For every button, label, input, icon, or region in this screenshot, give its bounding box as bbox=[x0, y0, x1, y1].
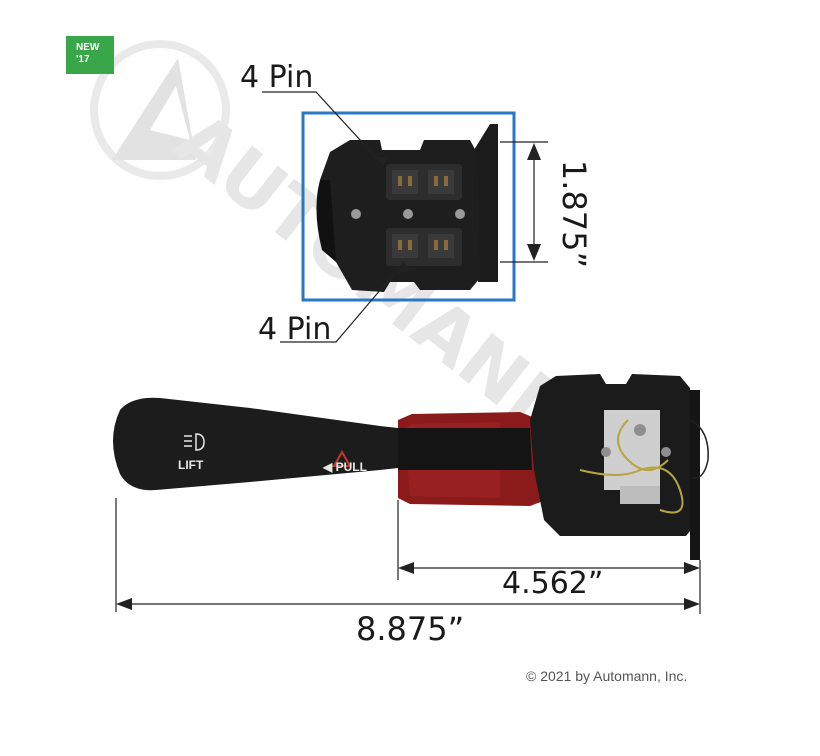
height-dimension: 1.875” bbox=[555, 159, 594, 269]
hazard-icon bbox=[332, 449, 352, 467]
overall-length-dimension: 8.875” bbox=[356, 610, 465, 648]
handle-length-dimension: 4.562” bbox=[502, 566, 604, 601]
bottom-pin-label: 4 Pin bbox=[258, 312, 332, 347]
new-badge: NEW '17 bbox=[66, 36, 114, 74]
copyright-text: © 2021 by Automann, Inc. bbox=[526, 668, 688, 684]
top-pin-label: 4 Pin bbox=[240, 60, 314, 95]
connector-highlight-box bbox=[301, 111, 516, 302]
headlight-icon bbox=[184, 433, 205, 451]
badge-line1: NEW bbox=[76, 42, 100, 53]
lift-label: LIFT bbox=[178, 458, 204, 472]
badge-line2: '17 bbox=[76, 54, 90, 65]
pull-label: ◀ PULL bbox=[323, 460, 367, 474]
